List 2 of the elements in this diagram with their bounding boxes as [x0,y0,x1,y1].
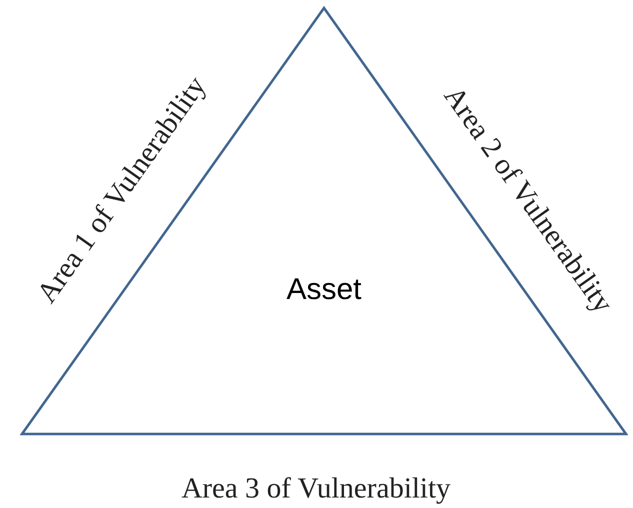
side-label: Area 3 of Vulnerability [181,472,451,506]
node-text: Asset [286,272,362,307]
